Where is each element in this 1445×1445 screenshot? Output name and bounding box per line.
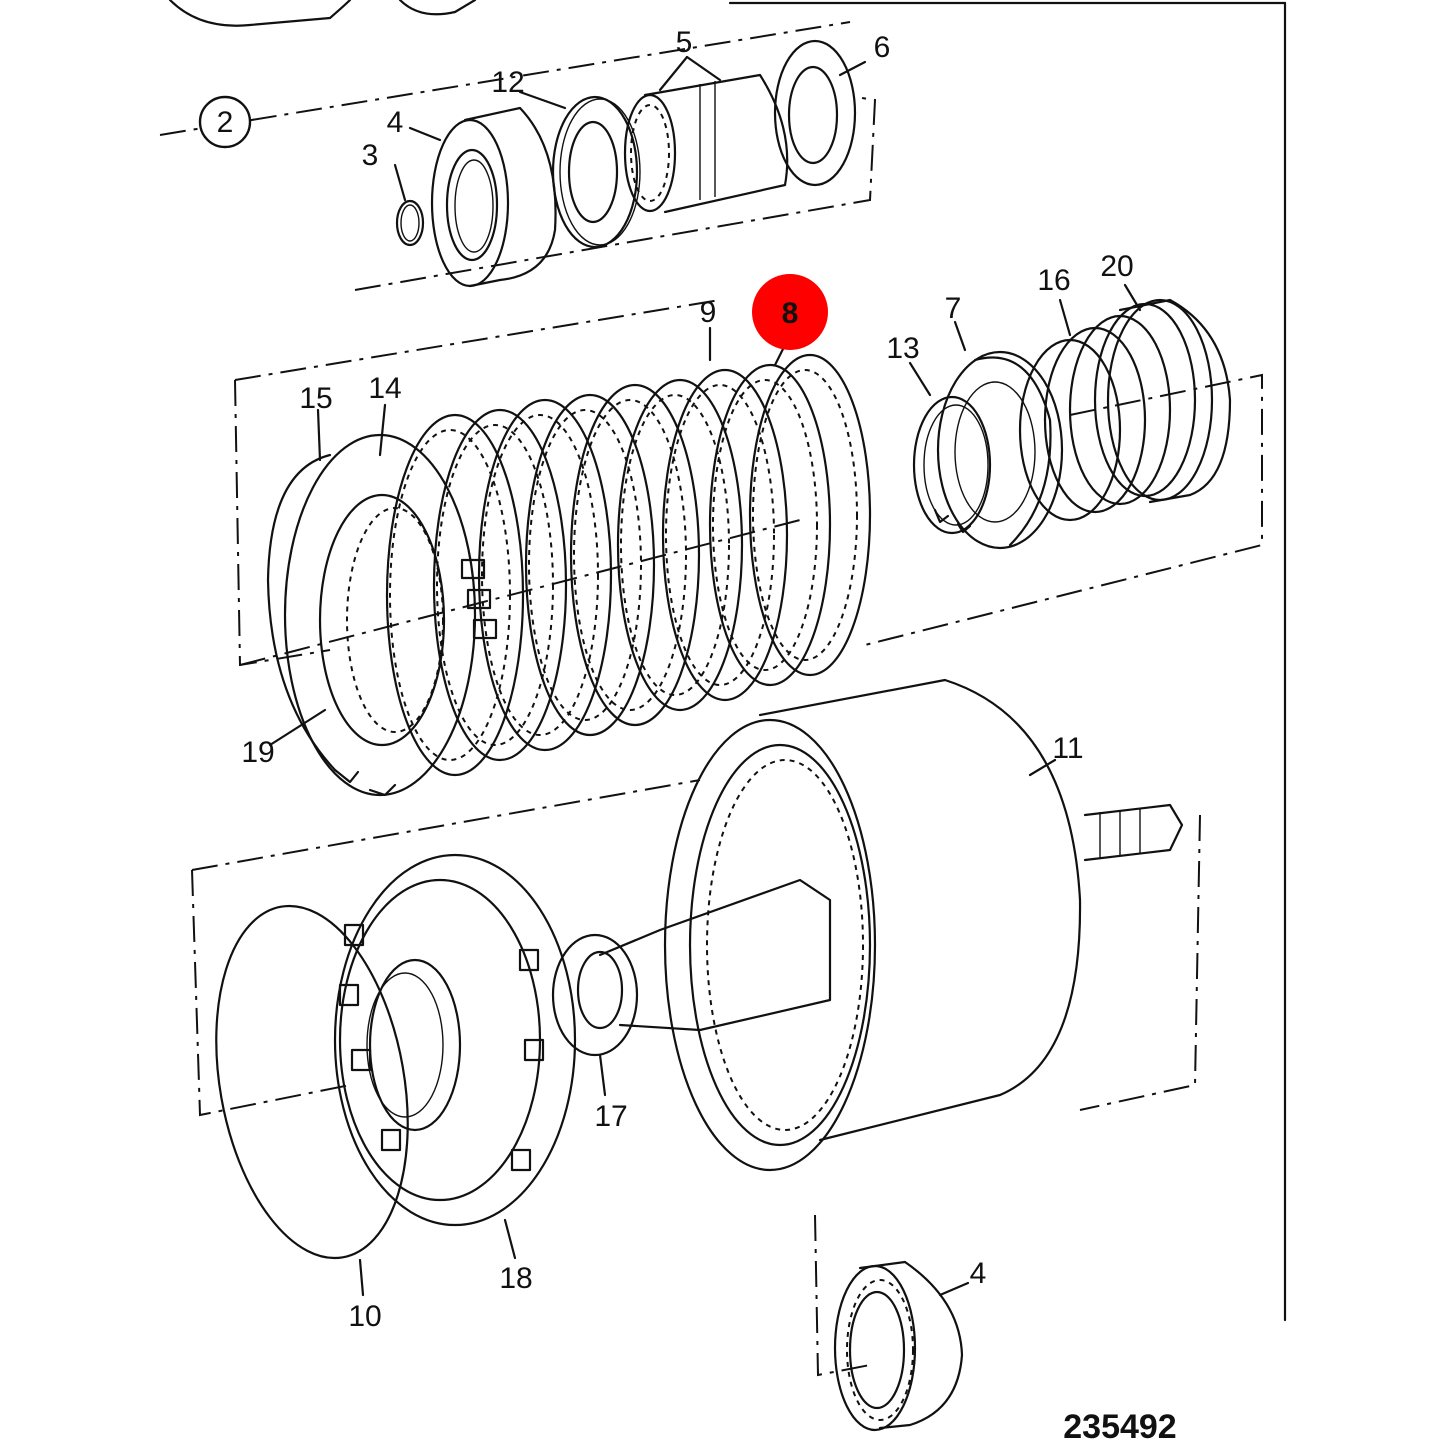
callout-13: 13 <box>886 332 919 365</box>
callout-12: 12 <box>491 66 524 99</box>
callout-6: 6 <box>874 31 891 64</box>
clutch-pack-assembly <box>234 299 872 797</box>
leader-lines <box>268 55 1142 1297</box>
callout-2: 2 <box>217 106 234 139</box>
callout-14: 14 <box>368 372 401 405</box>
clutch-hub-part-18 <box>333 853 577 1227</box>
callout-2-circle <box>198 95 252 149</box>
callout-15: 15 <box>299 382 332 415</box>
callout-19: 19 <box>241 736 274 769</box>
callout-5: 5 <box>676 26 693 59</box>
callout-4-upper: 4 <box>387 106 404 139</box>
thrust-washer-part-12 <box>551 95 641 249</box>
bearing-part-4-upper <box>430 106 557 288</box>
callout-4-lower: 4 <box>970 1257 987 1290</box>
top-fragment <box>168 0 1287 1322</box>
piston-spring-assembly <box>864 298 1263 646</box>
callout-9: 9 <box>700 296 717 329</box>
seal-ring-part-10 <box>215 904 409 1260</box>
callout-3: 3 <box>362 139 379 172</box>
output-drum-part-11 <box>576 678 1184 1172</box>
callout-7: 7 <box>945 292 962 325</box>
upper-assembly <box>159 21 877 291</box>
clutch-discs <box>385 353 872 777</box>
callout-17: 17 <box>594 1100 627 1133</box>
washer-part-6 <box>773 39 857 187</box>
callout-8-highlight <box>752 274 828 350</box>
reference-number: 235492 <box>1063 1408 1176 1445</box>
callout-8: 8 <box>782 297 799 330</box>
callout-20: 20 <box>1100 250 1133 283</box>
circlip-part-13 <box>912 395 992 535</box>
callout-10: 10 <box>348 1300 381 1333</box>
bearing-part-4-lower <box>814 1214 964 1432</box>
callout-16: 16 <box>1037 264 1070 297</box>
retainer-part-20 <box>1106 298 1232 504</box>
callout-11: 11 <box>1052 732 1083 765</box>
snap-ring-part-17 <box>551 933 639 1057</box>
needle-bearing-part-5 <box>623 73 789 214</box>
lower-assembly <box>191 678 1201 1432</box>
piston-part-7 <box>936 350 1064 550</box>
o-ring-part-3 <box>395 199 425 247</box>
callouts: 2 3 4 12 5 6 9 8 7 13 16 20 15 14 19 11 … <box>198 26 1177 1445</box>
callout-18: 18 <box>499 1262 532 1295</box>
